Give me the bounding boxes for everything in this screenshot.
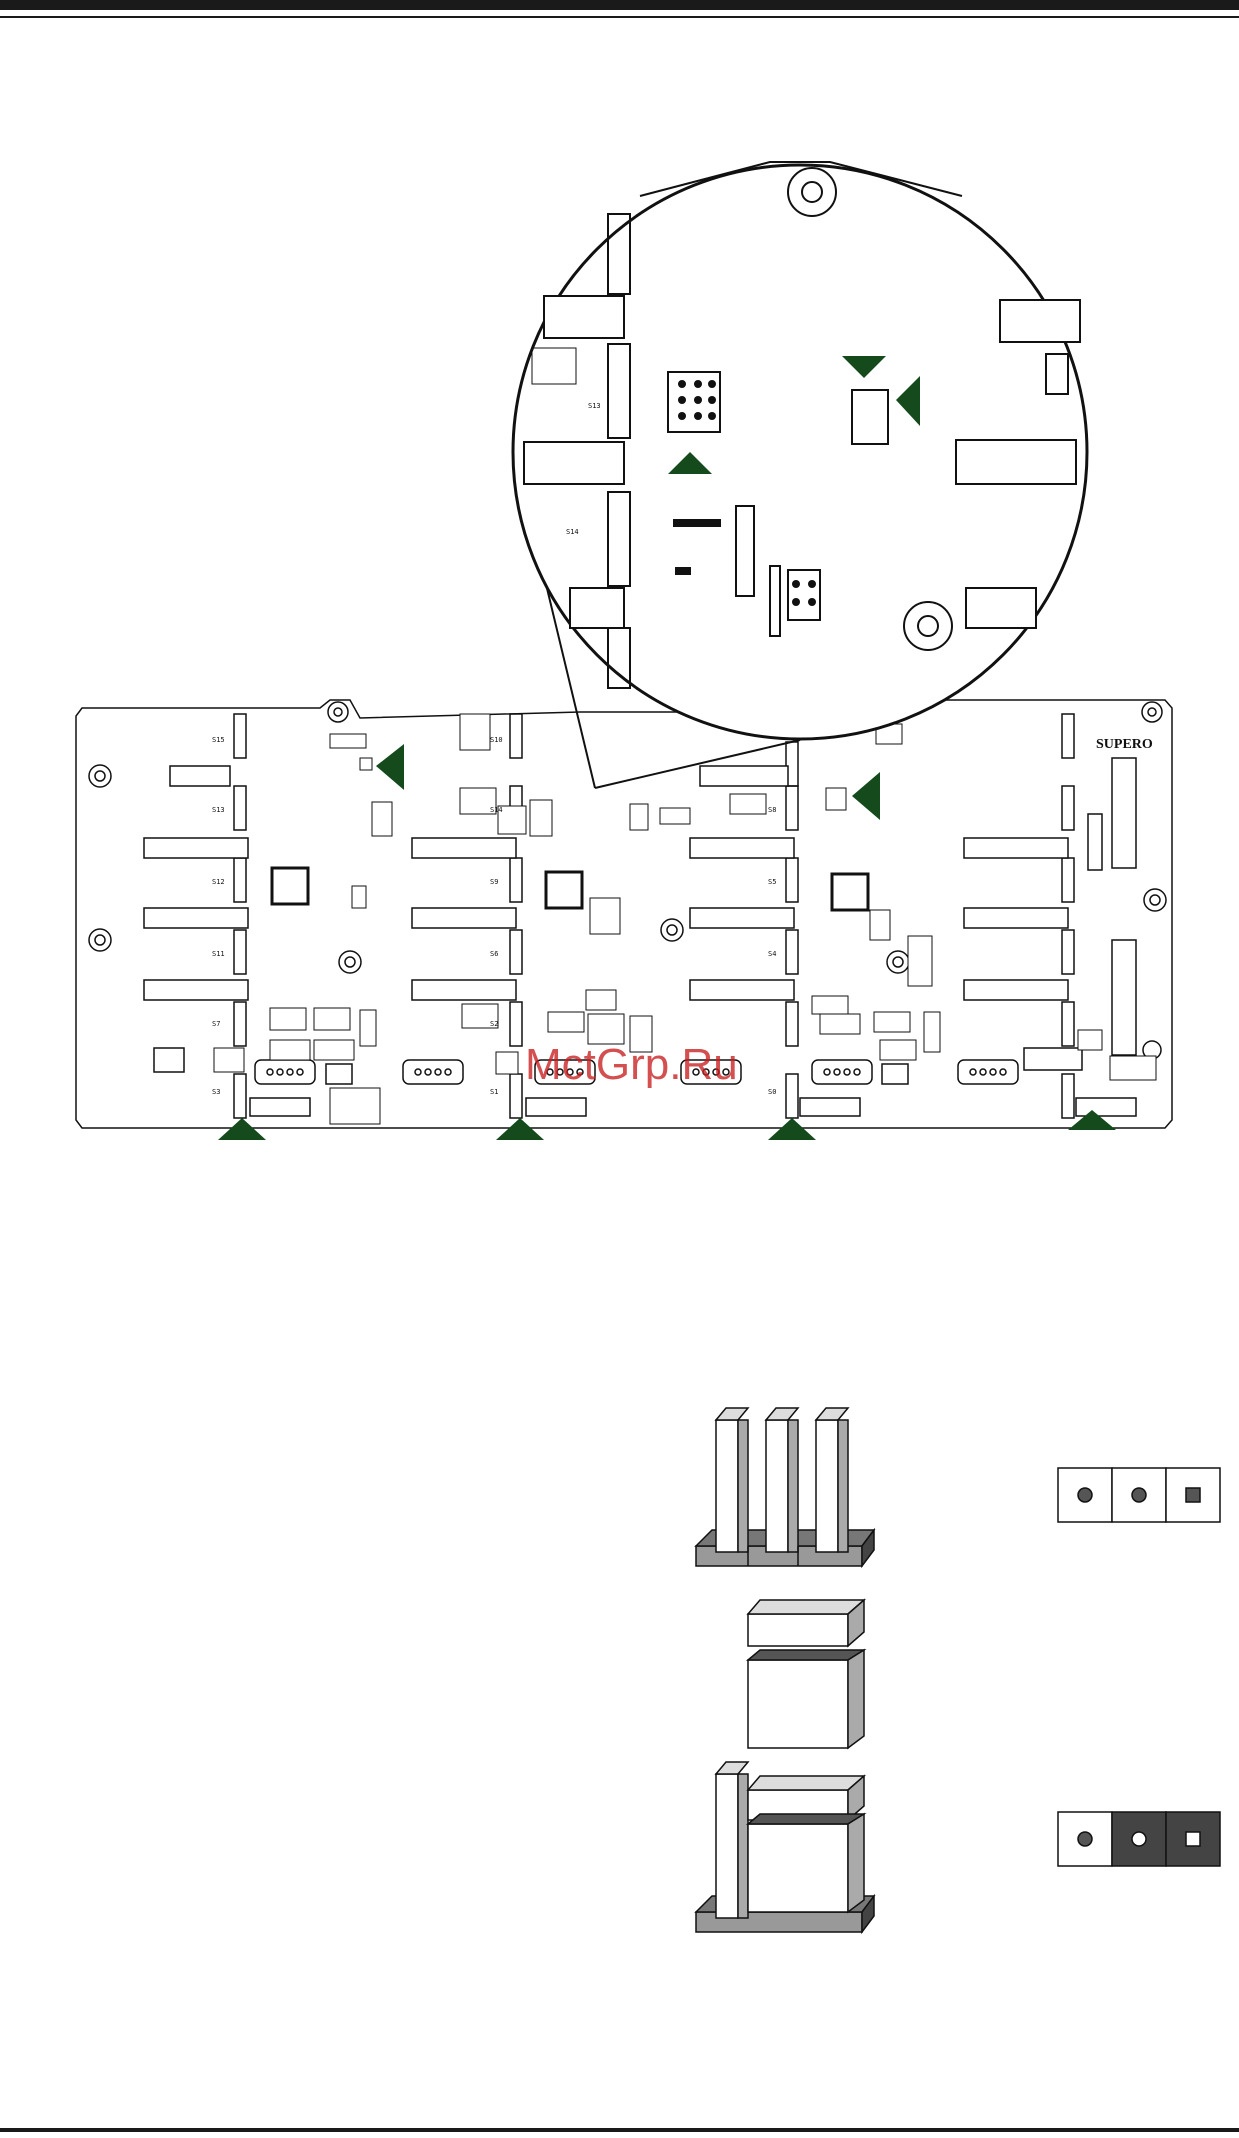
brand-logo: SUPERO [1096, 737, 1153, 752]
hdd-label-s9: S9 [490, 878, 498, 886]
zoom-label-s14: S14 [566, 528, 579, 536]
pin-schematic-closed [1058, 1812, 1220, 1866]
zoom-label-s13: S13 [588, 402, 601, 410]
jumper-cap-illustration [748, 1600, 864, 1748]
hdd-label-s12: S12 [212, 878, 225, 886]
hdd-label-s11: S11 [212, 950, 225, 958]
hdd-label-s15: S15 [212, 736, 225, 744]
board-arrow-up-2 [496, 1118, 544, 1140]
jumper-illustration-closed [696, 1762, 874, 1932]
hdd-label-s4: S4 [768, 950, 776, 958]
hdd-label-s8: S8 [768, 806, 776, 814]
hdd-label-s0: S0 [768, 1088, 776, 1096]
hdd-label-s6: S6 [490, 950, 498, 958]
pin-schematic-open [1058, 1468, 1220, 1522]
hdd-label-s2: S2 [490, 1020, 498, 1028]
board-arrow-left-1 [376, 744, 404, 790]
hdd-label-s13: S13 [212, 806, 225, 814]
board-arrow-up-1 [218, 1118, 266, 1140]
watermark-text: MctGrp.Ru [525, 1040, 738, 1090]
hdd-label-s1: S1 [490, 1088, 498, 1096]
board-mounting-holes [89, 702, 1166, 1059]
hdd-label-s14: S14 [490, 806, 503, 814]
hdd-label-s7: S7 [212, 1020, 220, 1028]
board-arrow-up-3 [768, 1118, 816, 1140]
jumper-illustration-open [696, 1408, 874, 1566]
hdd-label-s10: S10 [490, 736, 503, 744]
hdd-label-s3: S3 [212, 1088, 220, 1096]
board-arrow-left-2 [852, 772, 880, 820]
footer-rule [0, 2128, 1239, 2132]
hdd-label-s5: S5 [768, 878, 776, 886]
